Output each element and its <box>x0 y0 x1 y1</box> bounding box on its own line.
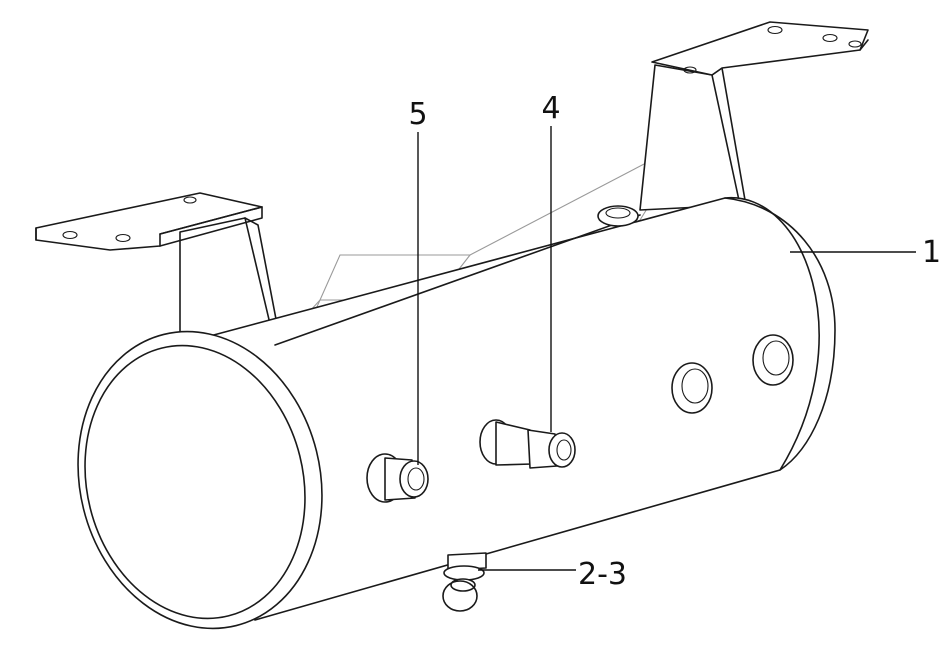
drain-valve <box>442 552 487 612</box>
callout-drain-valve: 2-3 <box>578 557 627 592</box>
left-bracket <box>35 192 281 349</box>
side-boss-2 <box>752 334 794 386</box>
tank-end-cap <box>77 330 323 630</box>
fitting-left <box>366 453 429 503</box>
top-port <box>597 205 639 227</box>
side-boss-1 <box>671 362 713 414</box>
right-bracket <box>639 21 869 211</box>
callout-fitting-left: 5 <box>408 97 427 132</box>
tank-body <box>194 197 836 621</box>
callout-fitting-right: 4 <box>541 91 560 126</box>
callout-tank: 1 <box>922 235 941 270</box>
fitting-right <box>479 419 576 469</box>
